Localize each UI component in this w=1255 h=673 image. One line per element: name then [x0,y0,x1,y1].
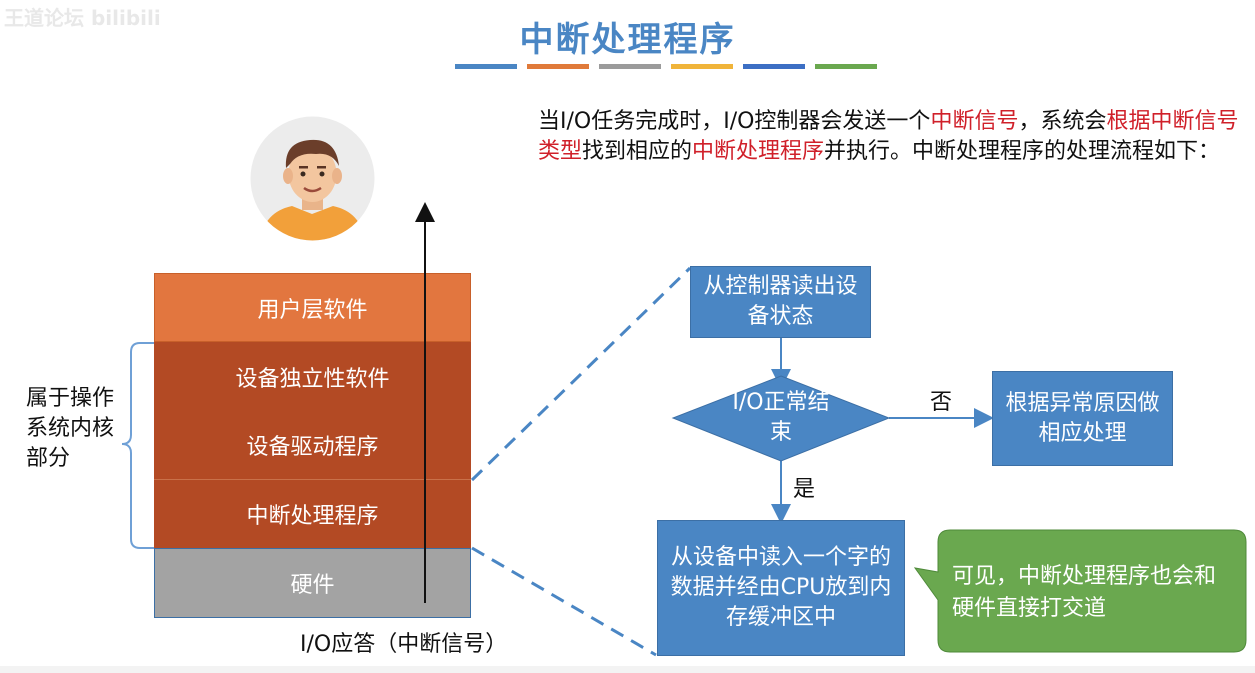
note-bubble-text: 可见，中断处理程序也会和硬件直接打交道 [952,564,1217,621]
accent-bar-6 [815,64,877,69]
layer-hardware: 硬件 [154,548,471,618]
kernel-bracket [121,342,154,549]
flow-read-status-box: 从控制器读出设备状态 [690,266,871,338]
accent-bars [455,64,877,69]
flow-error-box: 根据异常原因做相应处理 [992,371,1173,466]
flow-read-status-label: 从控制器读出设备状态 [703,274,858,329]
layer-interrupt-handler: 中断处理程序 [154,479,471,548]
layer-driver-label: 设备驱动程序 [246,435,379,460]
accent-bar-5 [743,64,805,69]
zoom-line-top [470,266,692,482]
layer-device-independent: 设备独立性软件 [154,342,471,411]
no-label: 否 [930,390,953,415]
highlight-interrupt-signal: 中断信号 [930,109,1019,134]
user-avatar-icon [250,116,375,241]
flow-error-label: 根据异常原因做相应处理 [1005,390,1160,446]
flow-read-data-box: 从设备中读入一个字的数据并经由CPU放到内存缓冲区中 [657,520,905,656]
layer-interrupt-label: 中断处理程序 [246,504,379,529]
highlight-signal-type: 根据中断信号类型 [538,109,1239,164]
accent-bar-2 [527,64,589,69]
flow-read-data-label: 从设备中读入一个字的数据并经由CPU放到内存缓冲区中 [670,545,892,630]
accent-bar-4 [671,64,733,69]
layer-device-driver: 设备驱动程序 [154,411,471,479]
highlight-handler: 中断处理程序 [692,139,825,164]
bottom-strip [0,666,1255,673]
intro-part-3: 找到相应的 [582,139,693,164]
accent-bar-1 [455,64,517,69]
intro-part-1: 当I/O任务完成时，I/O控制器会发送一个 [538,109,931,134]
layer-hardware-label: 硬件 [290,573,335,598]
slide-title: 中断处理程序 [519,20,736,60]
intro-part-2: ，系统会 [1018,109,1107,134]
layer-user-software: 用户层软件 [154,273,471,342]
layer-dev-indep-label: 设备独立性软件 [235,366,390,392]
kernel-label: 属于操作系统内核部分 [26,386,115,471]
intro-text: 当I/O任务完成时，I/O控制器会发送一个中断信号，系统会根据中断信号类型找到相… [538,107,1248,167]
intro-part-4: 并执行。中断处理程序的处理流程如下： [824,139,1221,164]
decision-diamond [671,375,891,462]
note-bubble [913,529,1247,653]
accent-bar-3 [599,64,661,69]
watermark: 王道论坛 bilibili [4,6,161,30]
io-response-label: I/O应答（中断信号） [300,632,508,657]
yes-label: 是 [793,477,816,502]
zoom-line-bottom [471,546,657,657]
layer-user-label: 用户层软件 [257,297,368,323]
decision-label: I/O正常结束 [732,390,830,445]
